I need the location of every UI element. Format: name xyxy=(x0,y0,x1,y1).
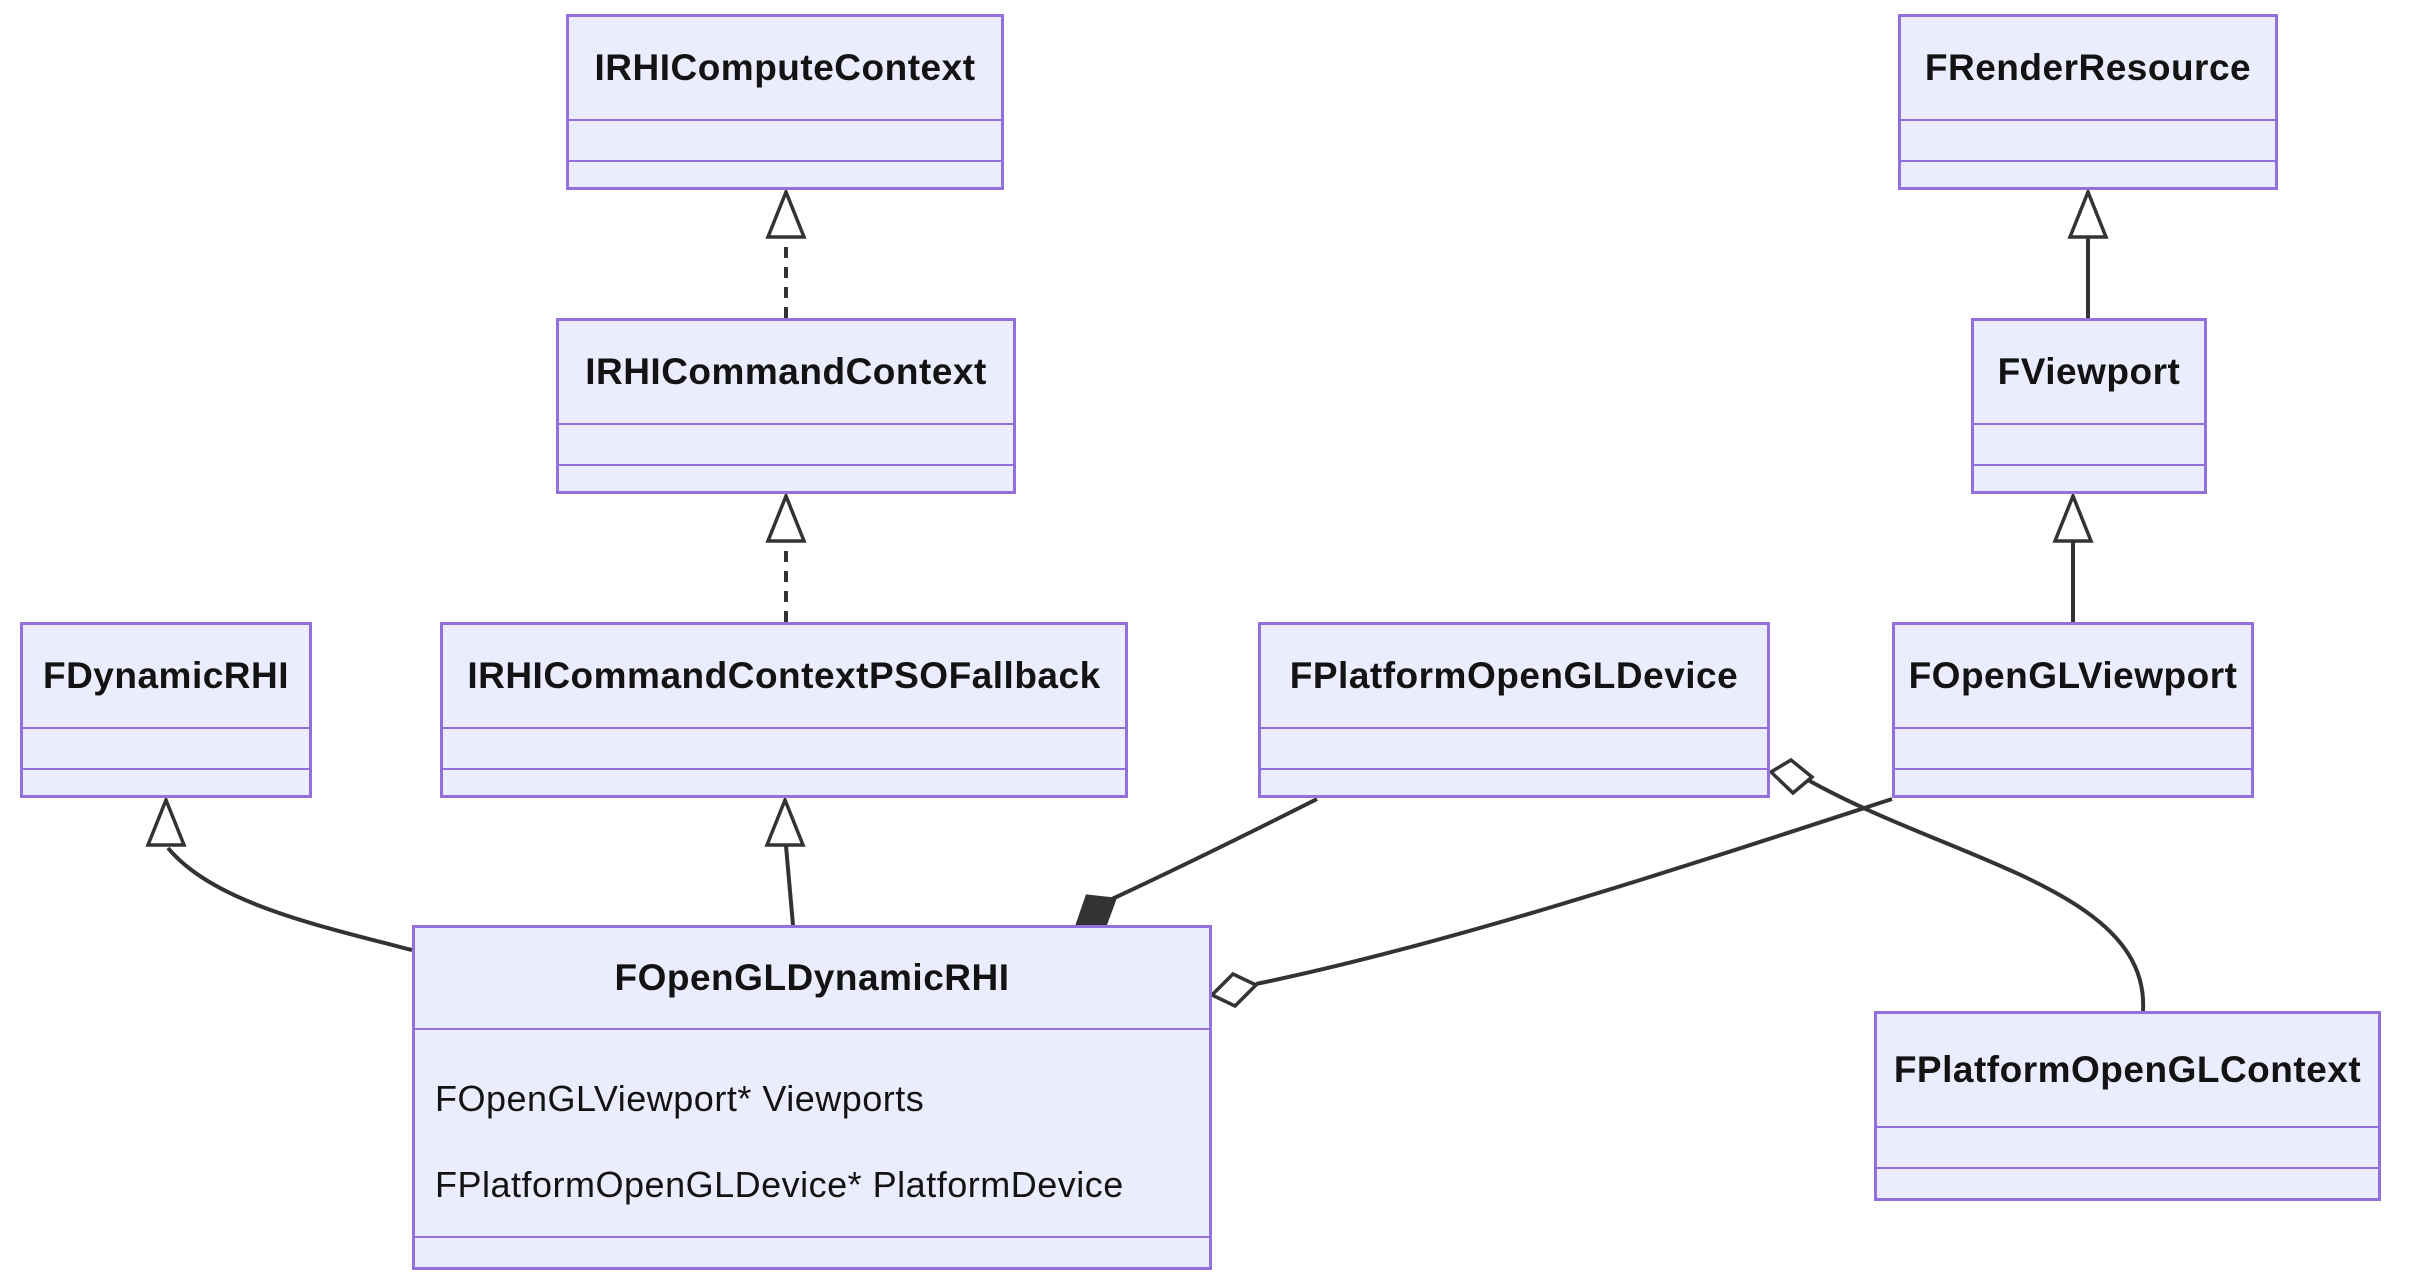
class-irhicomputecontext: IRHIComputeContext xyxy=(566,14,1004,190)
inheritance-arrowhead-icon xyxy=(765,187,807,239)
inheritance-arrowhead-icon xyxy=(765,491,807,543)
class-title: FOpenGLDynamicRHI xyxy=(614,957,1010,998)
composition-diamond-icon xyxy=(1074,894,1118,928)
class-attributes-compartment xyxy=(1877,1126,2378,1167)
class-attributes-compartment xyxy=(1974,423,2204,464)
class-fdynamicrhi: FDynamicRHI xyxy=(20,622,312,798)
class-title: IRHIComputeContext xyxy=(594,47,976,88)
edge-fopengldynamicrhi-composes-fplatformopengldevice xyxy=(1074,797,1318,928)
class-title: IRHICommandContext xyxy=(585,351,987,392)
class-frenderresource: FRenderResource xyxy=(1898,14,2278,190)
class-attributes-compartment xyxy=(1895,727,2251,768)
inheritance-arrowhead-icon xyxy=(764,795,806,847)
class-title: FOpenGLViewport xyxy=(1908,655,2238,696)
class-fopenglviewport: FOpenGLViewport xyxy=(1892,622,2254,798)
class-irhicommandcontext: IRHICommandContext xyxy=(556,318,1016,494)
class-title: FPlatformOpenGLDevice xyxy=(1289,655,1739,696)
class-methods-compartment xyxy=(415,1236,1209,1267)
edge-line xyxy=(1111,797,1318,901)
edge-fviewport-inherits-frenderresource xyxy=(2067,187,2109,318)
class-title: IRHICommandContextPSOFallback xyxy=(467,655,1101,696)
edge-fopenglviewport-inherits-fviewport xyxy=(2052,491,2094,622)
inheritance-arrowhead-icon xyxy=(2052,491,2094,543)
aggregation-diamond-icon xyxy=(1768,757,1815,796)
edge-line xyxy=(1807,778,2146,1012)
class-methods-compartment xyxy=(443,768,1125,795)
class-title: FRenderResource xyxy=(1924,47,2252,88)
class-methods-compartment xyxy=(569,160,1001,187)
class-methods-compartment xyxy=(1974,464,2204,491)
class-title: FPlatformOpenGLContext xyxy=(1893,1049,2362,1090)
class-fplatformopenglcontext: FPlatformOpenGLContext xyxy=(1874,1011,2381,1201)
class-attributes-compartment xyxy=(1901,119,2275,160)
class-attributes-compartment xyxy=(559,423,1013,464)
class-attributes-compartment: FOpenGLViewport* Viewports FPlatformOpen… xyxy=(415,1028,1209,1236)
class-attributes-compartment xyxy=(569,119,1001,160)
edge-fopengldynamicrhi-aggregates-fopenglviewport xyxy=(1209,797,1893,1009)
class-methods-compartment xyxy=(1877,1167,2378,1198)
class-attributes-compartment xyxy=(443,727,1125,768)
class-methods-compartment xyxy=(23,768,309,795)
class-attributes-compartment xyxy=(1261,727,1767,768)
edge-line xyxy=(784,845,795,926)
class-title: FDynamicRHI xyxy=(42,655,290,696)
edge-fopengldynamicrhi-inherits-psofallback xyxy=(764,795,806,926)
class-methods-compartment xyxy=(1895,768,2251,795)
class-fviewport: FViewport xyxy=(1971,318,2207,494)
class-fopengldynamicrhi: FOpenGLDynamicRHI FOpenGLViewport* Viewp… xyxy=(412,925,1212,1270)
class-methods-compartment xyxy=(559,464,1013,491)
aggregation-diamond-icon xyxy=(1209,971,1259,1009)
class-title: FViewport xyxy=(1997,351,2181,392)
edge-line xyxy=(1255,797,1893,986)
class-methods-compartment xyxy=(1901,160,2275,187)
inheritance-arrowhead-icon xyxy=(2067,187,2109,239)
inheritance-arrowhead-icon xyxy=(145,795,187,847)
edge-fopengldynamicrhi-inherits-fdynamicrhi xyxy=(145,795,413,952)
edge-psofallback-inherits-irhicommandcontext xyxy=(765,491,807,622)
class-member: FPlatformOpenGLDevice* PlatformDevice xyxy=(435,1164,1124,1205)
class-attributes-compartment xyxy=(23,727,309,768)
class-member: FOpenGLViewport* Viewports xyxy=(435,1078,925,1119)
class-methods-compartment xyxy=(1261,768,1767,795)
edge-irhicommandcontext-inherits-irhicomputecontext xyxy=(765,187,807,318)
class-irhicommandcontextpsofallback: IRHICommandContextPSOFallback xyxy=(440,622,1128,798)
edge-line xyxy=(166,846,413,952)
edge-fplatformopengldevice-aggregates-fplatformopenglcontext xyxy=(1768,757,2146,1012)
class-fplatformopengldevice: FPlatformOpenGLDevice xyxy=(1258,622,1770,798)
